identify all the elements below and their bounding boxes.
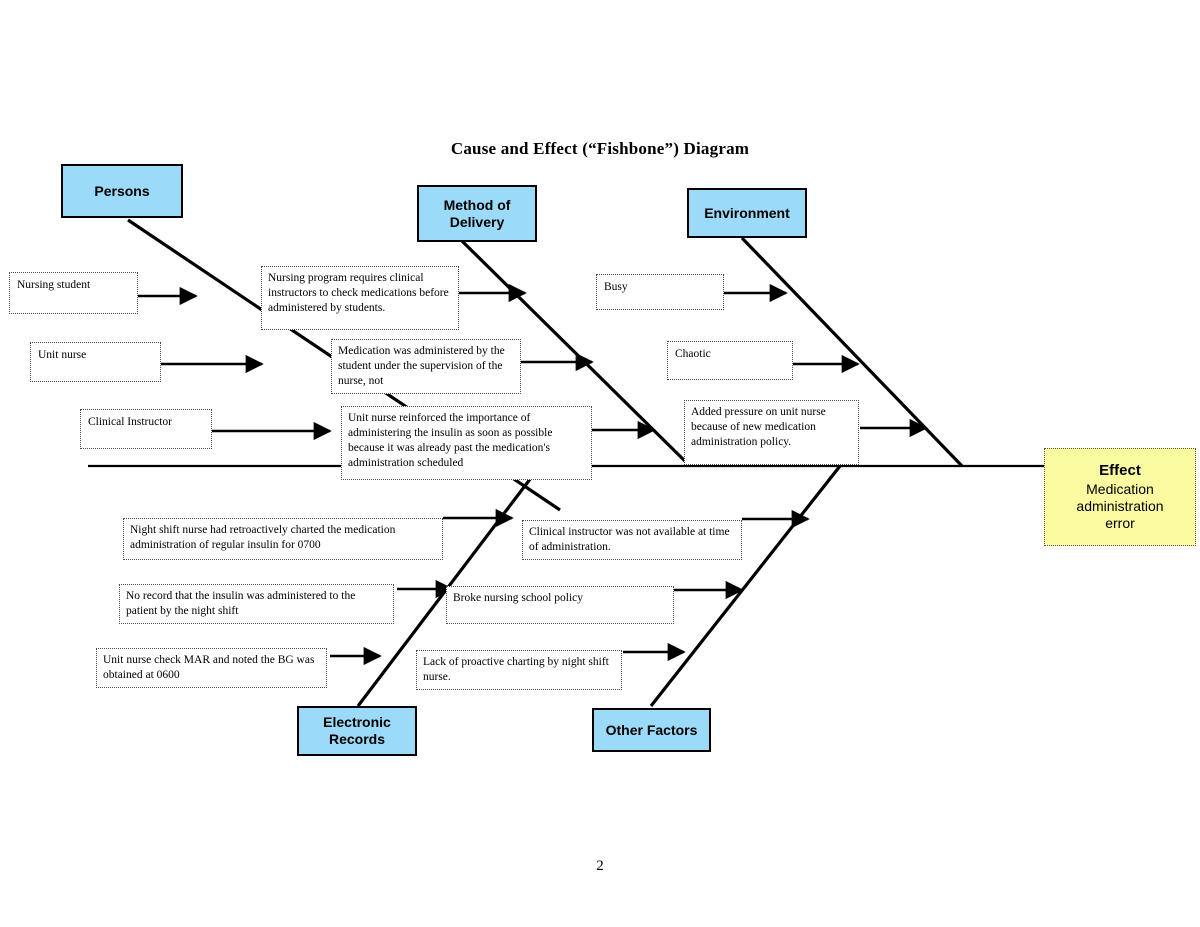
cause-text: Clinical Instructor — [88, 416, 172, 428]
cause-text: No record that the insulin was administe… — [126, 590, 356, 618]
cause-text: Busy — [604, 281, 628, 293]
category-label-method-line2: Delivery — [449, 213, 505, 230]
cause-box-nursing-student[interactable]: Nursing student — [9, 272, 138, 314]
effect-line-2: administration — [1076, 497, 1164, 514]
effect-line-3: error — [1105, 514, 1135, 531]
category-label-environment: Environment — [704, 204, 790, 221]
cause-box-broke-nursing-school-policy[interactable]: Broke nursing school policy — [446, 586, 674, 624]
cause-box-busy[interactable]: Busy — [596, 274, 724, 310]
rib-other-factors — [649, 465, 842, 707]
category-label-electronic-line1: Electronic — [323, 714, 391, 731]
cause-text: Unit nurse — [38, 349, 87, 361]
cause-text: Chaotic — [675, 348, 711, 360]
category-label-other-factors: Other Factors — [605, 721, 698, 738]
category-box-other-factors[interactable]: Other Factors — [592, 708, 711, 752]
cause-text: Broke nursing school policy — [453, 592, 583, 604]
category-label-persons: Persons — [94, 182, 150, 199]
cause-box-chaotic[interactable]: Chaotic — [667, 341, 793, 380]
cause-text: Unit nurse check MAR and noted the BG wa… — [103, 654, 315, 682]
cause-text: Clinical instructor was not available at… — [529, 526, 730, 554]
category-box-electronic-records[interactable]: Electronic Records — [297, 706, 417, 756]
cause-box-lack-of-proactive-charting[interactable]: Lack of proactive charting by night shif… — [416, 650, 622, 690]
page-title: Cause and Effect (“Fishbone”) Diagram — [450, 139, 750, 158]
cause-box-night-shift-retroactive[interactable]: Night shift nurse had retroactively char… — [123, 518, 443, 560]
cause-text: Nursing program requires clinical instru… — [268, 272, 449, 314]
effect-title: Effect — [1099, 462, 1141, 480]
category-box-method-of-delivery[interactable]: Method of Delivery — [417, 185, 537, 242]
cause-box-clinical-instructor[interactable]: Clinical Instructor — [80, 409, 212, 449]
cause-box-unit-nurse-reinforced[interactable]: Unit nurse reinforced the importance of … — [341, 406, 592, 480]
cause-box-added-pressure[interactable]: Added pressure on unit nurse because of … — [684, 400, 859, 465]
effect-box[interactable]: Effect Medication administration error — [1044, 448, 1196, 546]
cause-text: Medication was administered by the stude… — [338, 345, 505, 387]
cause-box-unit-nurse[interactable]: Unit nurse — [30, 342, 161, 382]
cause-box-nursing-program-requires[interactable]: Nursing program requires clinical instru… — [261, 266, 459, 330]
cause-text: Night shift nurse had retroactively char… — [130, 524, 396, 552]
cause-box-unit-nurse-check-mar[interactable]: Unit nurse check MAR and noted the BG wa… — [96, 648, 327, 688]
cause-box-no-record-insulin[interactable]: No record that the insulin was administe… — [119, 584, 394, 624]
cause-text: Lack of proactive charting by night shif… — [423, 656, 609, 684]
page-number: 2 — [596, 858, 604, 874]
cause-text: Unit nurse reinforced the importance of … — [348, 412, 553, 469]
effect-line-1: Medication — [1086, 480, 1154, 497]
category-box-persons[interactable]: Persons — [61, 164, 183, 218]
cause-box-clinical-instructor-unavailable[interactable]: Clinical instructor was not available at… — [522, 520, 742, 560]
category-label-method-line1: Method of — [443, 196, 511, 213]
category-label-electronic-line2: Records — [328, 731, 386, 747]
cause-text: Nursing student — [17, 279, 91, 291]
cause-box-medication-administered-by-student[interactable]: Medication was administered by the stude… — [331, 339, 521, 394]
cause-text: Added pressure on unit nurse because of … — [691, 406, 826, 448]
category-box-environment[interactable]: Environment — [687, 188, 807, 238]
